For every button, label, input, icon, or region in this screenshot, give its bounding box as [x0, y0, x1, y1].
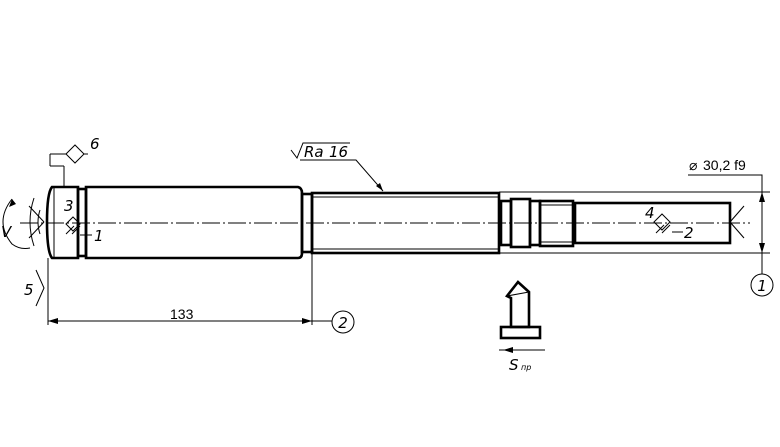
rotation-indicator: V [1, 198, 31, 249]
callout-6-label: 6 [90, 135, 100, 153]
tool-insert [504, 280, 531, 329]
datum-mark-right-label: 2 [684, 224, 694, 242]
shaft-main-section [84, 185, 304, 260]
feed-symbol: S [509, 356, 519, 374]
roughness-value: 16 [329, 143, 348, 161]
length-dimension-value: 133 [170, 306, 194, 322]
dimension-arrow [759, 243, 765, 253]
datum-tick [661, 224, 671, 234]
datum-tick [655, 224, 665, 234]
cutting-tool: S пр [499, 280, 545, 374]
datum-tick [65, 225, 75, 235]
diameter-symbol: ⌀ [689, 157, 697, 173]
tool-edge [506, 291, 530, 297]
feed-subscript: пр [521, 363, 531, 372]
callout-2-label: 2 [338, 314, 348, 332]
datum-diamond [653, 213, 671, 231]
surface-mark [35, 269, 45, 307]
roughness-symbol [290, 142, 350, 160]
callout-5-label: 5 [24, 281, 34, 299]
surface-roughness: Ra 16 [290, 142, 384, 192]
support-arc [29, 197, 35, 247]
callout-4: 4 2 [645, 204, 694, 242]
roughness-param: Ra [304, 143, 324, 161]
support-line [729, 221, 745, 239]
callout-1-label: 1 [757, 277, 767, 295]
support-line [729, 205, 745, 223]
rotation-arrowhead [9, 199, 16, 207]
dimension-arrow [48, 318, 58, 324]
callout-5: 5 [24, 258, 49, 325]
callout-6: 6 [49, 135, 100, 186]
length-dimension: 133 2 [48, 254, 355, 334]
leader-line [300, 159, 384, 192]
dimension-arrow [302, 318, 312, 324]
diameter-value: 30,2 f9 [703, 157, 746, 173]
callout-3-label: 3 [64, 197, 74, 215]
callout-1-bubble [750, 273, 774, 297]
callout-4-label: 4 [645, 204, 655, 222]
dimension-arrow [759, 192, 765, 202]
rotation-label: V [1, 223, 13, 241]
datum-tick [71, 225, 81, 235]
shaft-end-section [573, 201, 732, 245]
tool-holder [499, 325, 542, 340]
support-arc [37, 209, 41, 235]
datum-mark-left-label: 1 [94, 227, 104, 245]
shaft-collar [45, 185, 80, 260]
shaft-step-4 [538, 199, 575, 248]
datum-diamond [65, 144, 85, 164]
shaft [45, 185, 732, 260]
callout-2-bubble [331, 310, 355, 334]
shaft-machined-section [310, 191, 501, 255]
diameter-dimension: ⌀ 30,2 f9 1 [499, 157, 774, 297]
rotation-arc [2, 198, 31, 249]
leader-arrow [376, 183, 383, 191]
callout-3: 3 1 [64, 197, 104, 245]
left-center-support [28, 197, 45, 247]
feed-arrow [503, 347, 513, 353]
leader-line [688, 174, 763, 192]
right-center-support [729, 205, 745, 239]
